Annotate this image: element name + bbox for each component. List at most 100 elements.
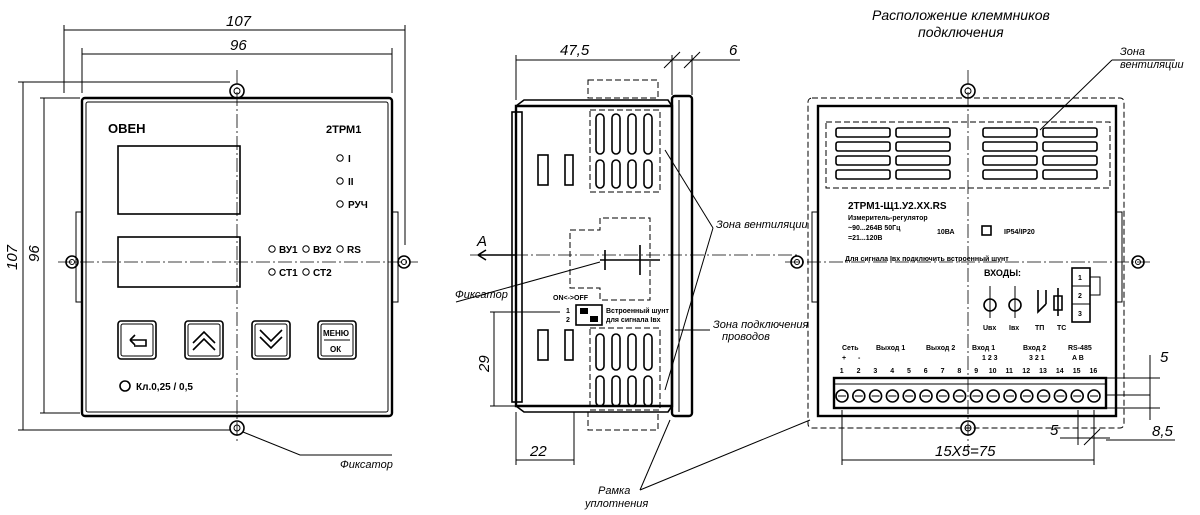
down-button[interactable] [251,320,291,360]
in1-nums: 1 2 3 [982,355,998,362]
terminal-screw-icon [935,389,950,403]
dim-pitch: 15Х5=75 [935,443,996,460]
model-label: 2ТРМ1 [326,124,361,136]
grp-set: Сеть [842,345,859,352]
box-2: 2 [1078,293,1082,300]
rear-model-code: 2ТРМ1-Щ1.У2.XX.RS [848,201,947,212]
led-st1 [268,268,276,276]
terminal-number: 1 [840,368,844,375]
label-vu1: ВУ1 [279,245,298,256]
ok-label: ОК [330,345,341,354]
terminal-number: 10 [989,368,997,375]
view-arrow-label: A [476,233,487,250]
dim-depth: 47,5 [560,42,590,59]
menu-ok-button[interactable]: МЕНЮ ОК [317,320,357,360]
terminal-screw-icon [986,389,1001,403]
switch-n2: 2 [566,317,570,324]
rear-view: Расположение клеммников подключения [785,7,1184,465]
in2-nums: 3 2 1 [1029,355,1045,362]
led-ruch [336,200,344,208]
wires-callout-2: проводов [722,331,770,343]
dim-offset: 22 [529,443,547,460]
box-3: 3 [1078,311,1082,318]
switch-n1: 1 [566,308,570,315]
terminal-number: 11 [1006,368,1014,375]
label-ruch: РУЧ [348,200,368,211]
led-vu1 [268,245,276,253]
resistance-thermometer-icon [1053,288,1063,316]
box-1: 1 [1078,275,1082,282]
dim-height: 29 [476,355,493,373]
dim-front-outer-height: 107 [4,244,21,270]
back-arrow-icon [130,339,147,347]
dim-85: 8,5 [1152,423,1174,440]
terminal-number: 5 [907,368,911,375]
rear-desc-1: Измеритель-регулятор [848,215,928,222]
terminal-screw-icon [1087,389,1101,403]
seal-callout-2: уплотнения [584,498,648,510]
side-view: 47,5 6 [455,42,811,510]
led-st2 [302,268,310,276]
rs-ab: A B [1072,355,1084,362]
thermocouple-icon [1037,290,1047,314]
led-rs [336,245,344,253]
accuracy-label: Кл.0,25 / 0,5 [136,382,193,393]
terminal-number: 6 [924,368,928,375]
terminal-number: 15 [1073,368,1081,375]
terminal-screw-icon [851,389,866,403]
terminal-screw-icon [1053,389,1068,403]
label-ii: II [348,177,354,188]
rear-vent-callout-2: вентиляции [1120,59,1184,71]
label-rs: RS [347,245,361,256]
grp-out1: Выход 1 [876,345,905,352]
side-latch-callout: Фиксатор [455,289,508,301]
label-vu2: ВУ2 [313,245,332,256]
rear-vent-callout-1: Зона [1120,46,1145,58]
label-st1: СТ1 [279,268,298,279]
shunt-switch[interactable] [575,304,603,326]
terminal-number: 12 [1022,368,1030,375]
menu-label: МЕНЮ [323,329,349,338]
rear-title-2: подключения [918,24,1004,40]
grp-in1: Вход 1 [972,345,995,352]
switch-title: ON<->OFF [553,295,589,302]
front-view: 107 96 107 96 OBEH 2ТРМ1 I II РУЧ [4,13,418,471]
rear-title-1: Расположение клеммников [872,7,1050,23]
terminal-number: 14 [1056,368,1064,375]
up-button[interactable] [184,320,224,360]
terminal-block [832,376,1108,410]
dim-front-inner-height: 96 [26,245,43,262]
label-st2: СТ2 [313,268,332,279]
terminal-number: 3 [873,368,877,375]
sym-ts: ТС [1057,325,1066,332]
side-vent-callout: Зона вентиляции [716,219,808,231]
dim-front-outer-width: 107 [226,13,252,30]
terminal-screw-icon [902,389,917,403]
terminal-number: 4 [890,368,894,375]
grp-out2: Выход 2 [926,345,955,352]
terminal-screw-icon [835,389,849,403]
terminal-number: 8 [957,368,961,375]
front-latch-callout: Фиксатор [340,459,393,471]
terminal-screw-icon [952,389,967,403]
grp-rs: RS-485 [1068,345,1092,352]
shunt-label-2: для сигнала Iвх [606,317,661,324]
inputs-label: ВХОДЫ: [984,268,1021,278]
brand-logo: OBEH [108,121,146,136]
pol-minus: - [858,355,861,362]
sym-tp: ТП [1035,325,1044,332]
rear-protection: IP54/IP20 [1004,229,1035,236]
terminal-number: 9 [974,368,978,375]
shunt-label-1: Встроенный шунт [606,307,669,315]
dim-5a: 5 [1160,349,1169,366]
led-vu2 [302,245,310,253]
back-button[interactable] [117,320,157,360]
sym-ivx: Iвх [1009,325,1019,332]
dim-front-inner-width: 96 [230,37,247,54]
dim-5b: 5 [1050,422,1059,439]
terminal-number: 13 [1039,368,1047,375]
terminal-number: 16 [1090,368,1098,375]
